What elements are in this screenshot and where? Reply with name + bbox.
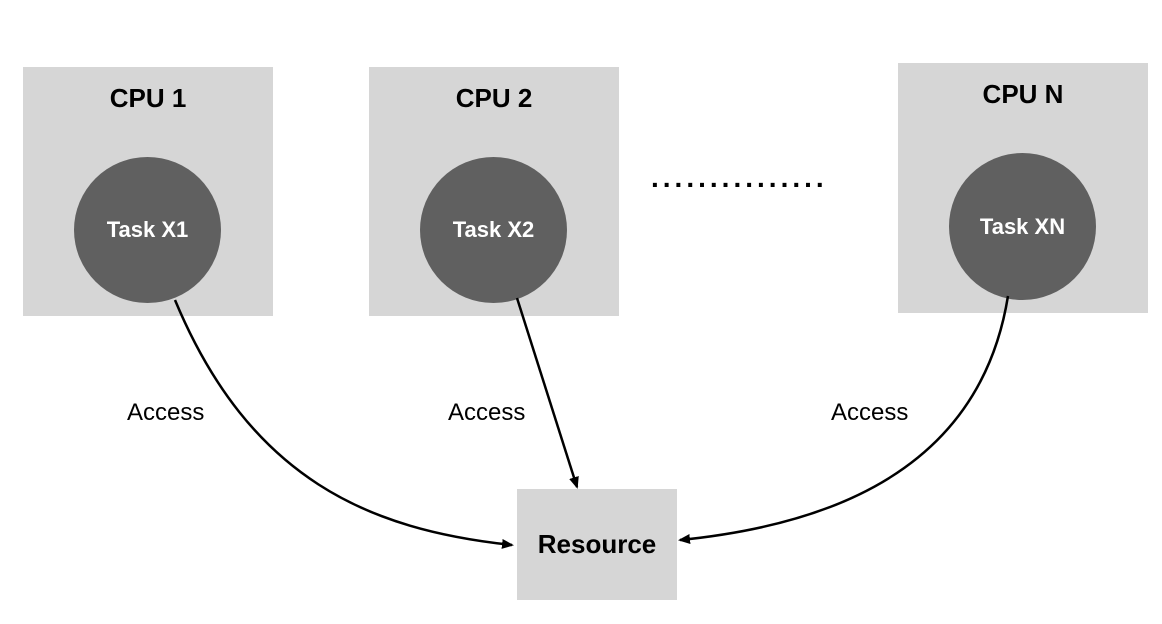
task-node-n: Task XN (949, 153, 1096, 300)
cpu-box-2: CPU 2 Task X2 (369, 67, 619, 316)
ellipsis: ............... (651, 162, 828, 193)
access-edge-2 (515, 297, 579, 489)
task-node-1: Task X1 (74, 157, 221, 303)
cpu-box-n: CPU N Task XN (898, 63, 1148, 313)
cpu-title-n: CPU N (982, 79, 1064, 109)
cpu-box-1: CPU 1 Task X1 (23, 67, 273, 316)
access-label-1: Access (127, 399, 205, 426)
cpu-title-2: CPU 2 (455, 83, 533, 113)
cpu-title-1: CPU 1 (109, 83, 187, 113)
resource-box: Resource (517, 489, 677, 600)
access-label-2: Access (448, 399, 526, 426)
task-node-2: Task X2 (420, 157, 567, 303)
access-label-n: Access (831, 399, 909, 426)
